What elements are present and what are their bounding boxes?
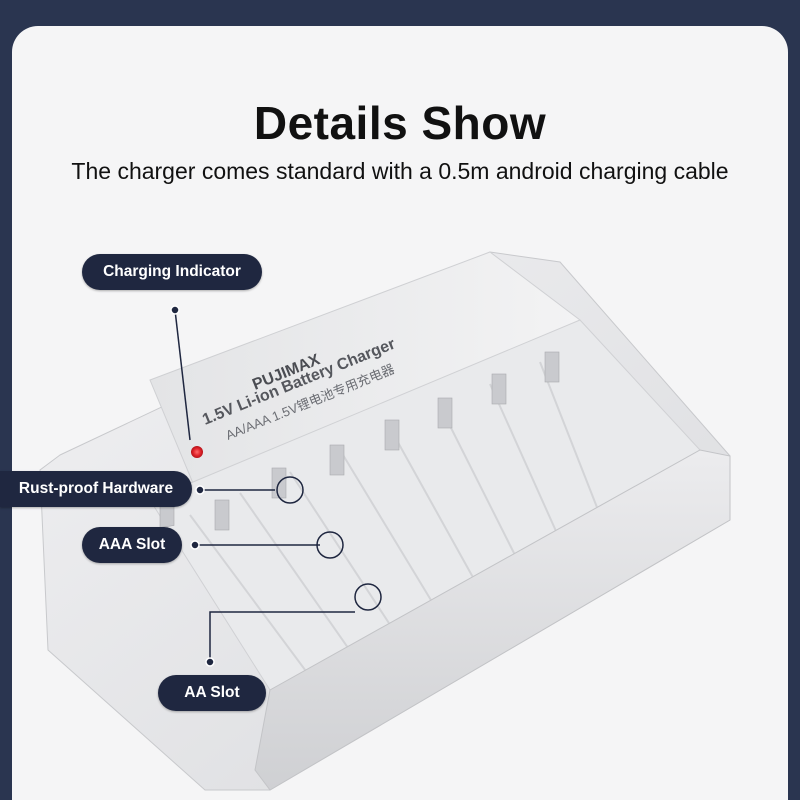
page-subtitle: The charger comes standard with a 0.5m a… bbox=[71, 158, 729, 184]
callout-leader-lines bbox=[174, 309, 355, 660]
rust-proof-label: Rust-proof Hardware bbox=[0, 471, 192, 507]
callout-dots bbox=[170, 305, 215, 667]
page-title: Details Show bbox=[253, 97, 547, 149]
callout-rings bbox=[276, 476, 382, 611]
charging-indicator-label: Charging Indicator bbox=[82, 254, 262, 290]
charging-indicator-led bbox=[191, 446, 203, 458]
charger-front-lip bbox=[254, 449, 731, 791]
aaa-slot-label: AAA Slot bbox=[82, 527, 182, 563]
aa-slot-label: AA Slot bbox=[158, 675, 266, 711]
slot-dividers bbox=[189, 361, 601, 691]
